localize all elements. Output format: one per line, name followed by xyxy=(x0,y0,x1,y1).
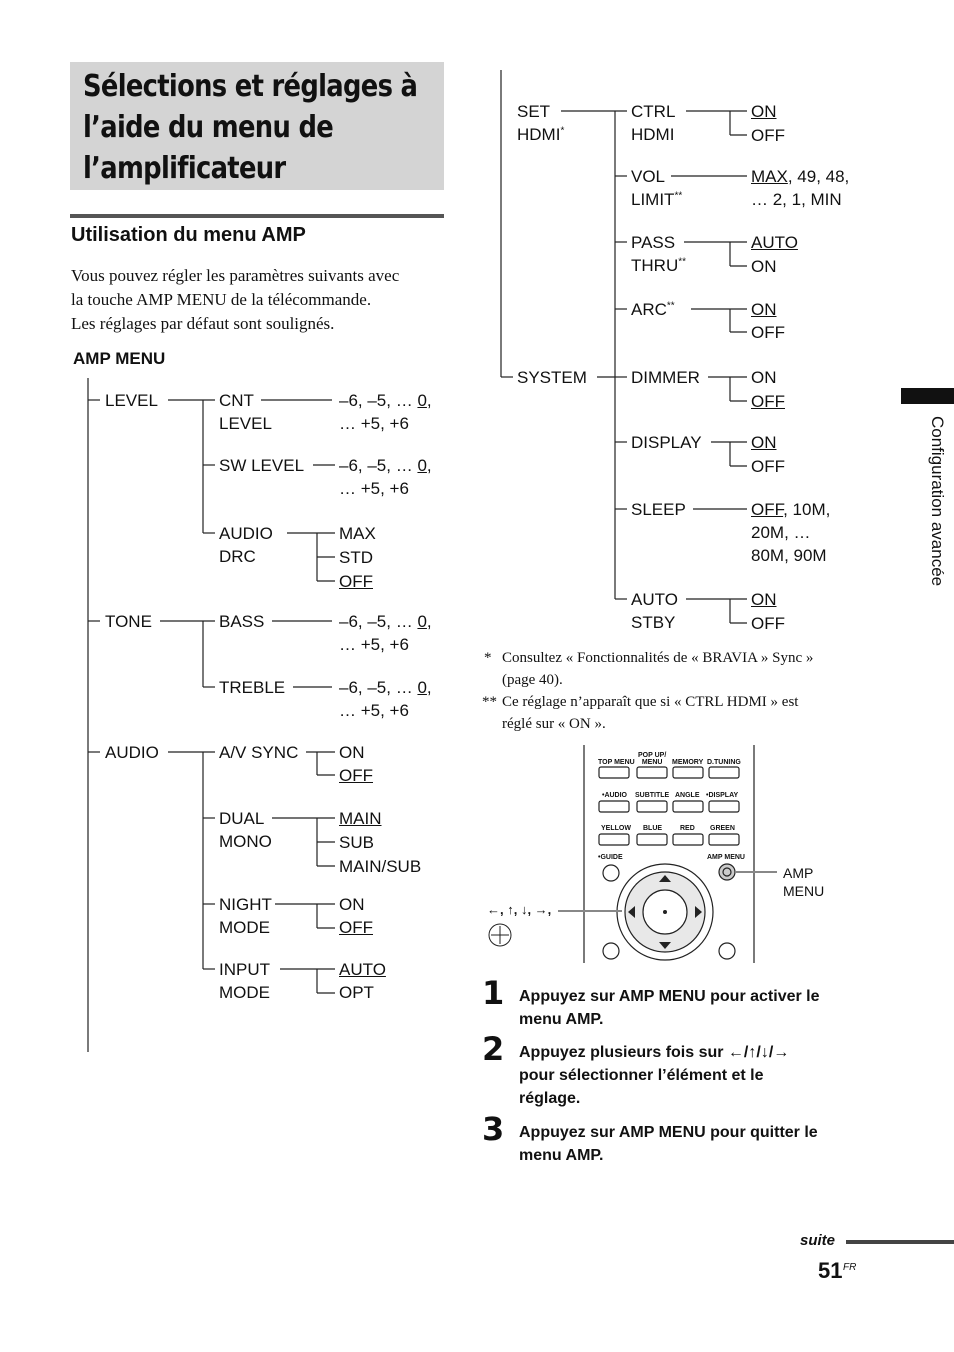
suite-bar xyxy=(846,1240,954,1244)
yellow-button xyxy=(598,833,630,846)
remote-label-angle: ANGLE xyxy=(675,792,700,799)
popup-menu-button xyxy=(636,766,668,779)
remote-label-guide: •GUIDE xyxy=(598,854,623,861)
step-2-number: 2 xyxy=(482,1030,505,1068)
menu-item-level: LEVEL xyxy=(105,391,158,410)
sw-level-values: –6, –5, … 0,… +5, +6 xyxy=(339,456,432,498)
menu-item-sw-level: SW LEVEL xyxy=(219,456,305,475)
menu-item-arc: ARC** xyxy=(631,300,675,319)
sleep-values: OFF, 10M,20M, …80M, 90M xyxy=(751,500,831,565)
treble-values: –6, –5, … 0,… +5, +6 xyxy=(339,678,432,720)
step-3-number: 3 xyxy=(482,1110,505,1148)
vol-limit-values: MAX, 49, 48,… 2, 1, MIN xyxy=(751,167,850,209)
amp-menu-button xyxy=(718,863,736,881)
page-number: 51 xyxy=(818,1258,843,1283)
remote-illustration xyxy=(488,745,777,963)
title-background xyxy=(70,62,444,190)
note-2: Ce réglage n’apparaît que si « CTRL HDMI… xyxy=(502,694,799,732)
remote-label-popup: POP UP/MENU xyxy=(638,752,667,766)
menu-item-bass: BASS xyxy=(219,612,265,631)
amp-menu-label: AMP MENU xyxy=(73,349,166,368)
menu-item-av-sync: A/V SYNC xyxy=(219,743,299,762)
top-menu-button xyxy=(598,766,630,779)
blue-button xyxy=(636,833,668,846)
intro-paragraph: Vous pouvez régler les paramètres suivan… xyxy=(71,266,400,333)
note-1-mark: * xyxy=(484,650,492,666)
remote-label-green: GREEN xyxy=(710,825,735,832)
callout-arrows: ←, ↑, ↓, →, xyxy=(487,902,552,917)
step-1-number: 1 xyxy=(482,974,505,1012)
green-button xyxy=(708,833,740,846)
note-1: Consultez « Fonctionnalités de « BRAVIA … xyxy=(502,650,814,688)
remote-label-blue: BLUE xyxy=(643,825,663,832)
memory-button xyxy=(672,766,704,779)
remote-label-display: •DISPLAY xyxy=(706,792,739,799)
bass-values: –6, –5, … 0,… +5, +6 xyxy=(339,612,432,654)
page-suffix: FR xyxy=(843,1262,857,1273)
subtitle-button xyxy=(636,800,668,813)
suite-label: suite xyxy=(800,1232,836,1249)
return-button xyxy=(602,942,620,960)
remote-label-yellow: YELLOW xyxy=(601,825,631,832)
section-heading: Utilisation du menu AMP xyxy=(71,224,306,246)
menu-item-display: DISPLAY xyxy=(631,433,702,452)
audio-button xyxy=(598,800,630,813)
dtuning-button xyxy=(708,766,740,779)
menu-item-treble: TREBLE xyxy=(219,678,286,697)
remote-label-top-menu: TOP MENU xyxy=(598,759,635,766)
page-title: Sélections et réglages à l’aide du menu … xyxy=(83,69,418,186)
remote-label-audio: •AUDIO xyxy=(602,792,628,799)
remote-label-memory: MEMORY xyxy=(672,759,704,766)
options-button xyxy=(718,942,736,960)
remote-label-amp-menu: AMP MENU xyxy=(707,854,745,861)
angle-button xyxy=(672,800,704,813)
menu-item-sleep: SLEEP xyxy=(631,500,686,519)
display-button xyxy=(708,800,740,813)
cnt-level-values: –6, –5, … 0,… +5, +6 xyxy=(339,391,432,433)
note-2-mark: ** xyxy=(482,694,497,710)
guide-button xyxy=(602,864,620,882)
remote-label-subtitle: SUBTITLE xyxy=(635,792,670,799)
menu-item-dimmer: DIMMER xyxy=(631,368,700,387)
menu-item-system: SYSTEM xyxy=(517,368,587,387)
section-rule xyxy=(70,214,444,218)
remote-label-dtuning: D.TUNING xyxy=(707,759,741,766)
side-tab-marker xyxy=(901,388,954,404)
step-2-text: Appuyez plusieurs fois sur ←/↑/↓/→pour s… xyxy=(519,1044,790,1107)
menu-item-tone: TONE xyxy=(105,612,152,631)
red-button xyxy=(672,833,704,846)
remote-label-red: RED xyxy=(680,825,695,832)
side-tab-label: Configuration avancée xyxy=(928,416,947,587)
menu-item-audio: AUDIO xyxy=(105,743,159,762)
